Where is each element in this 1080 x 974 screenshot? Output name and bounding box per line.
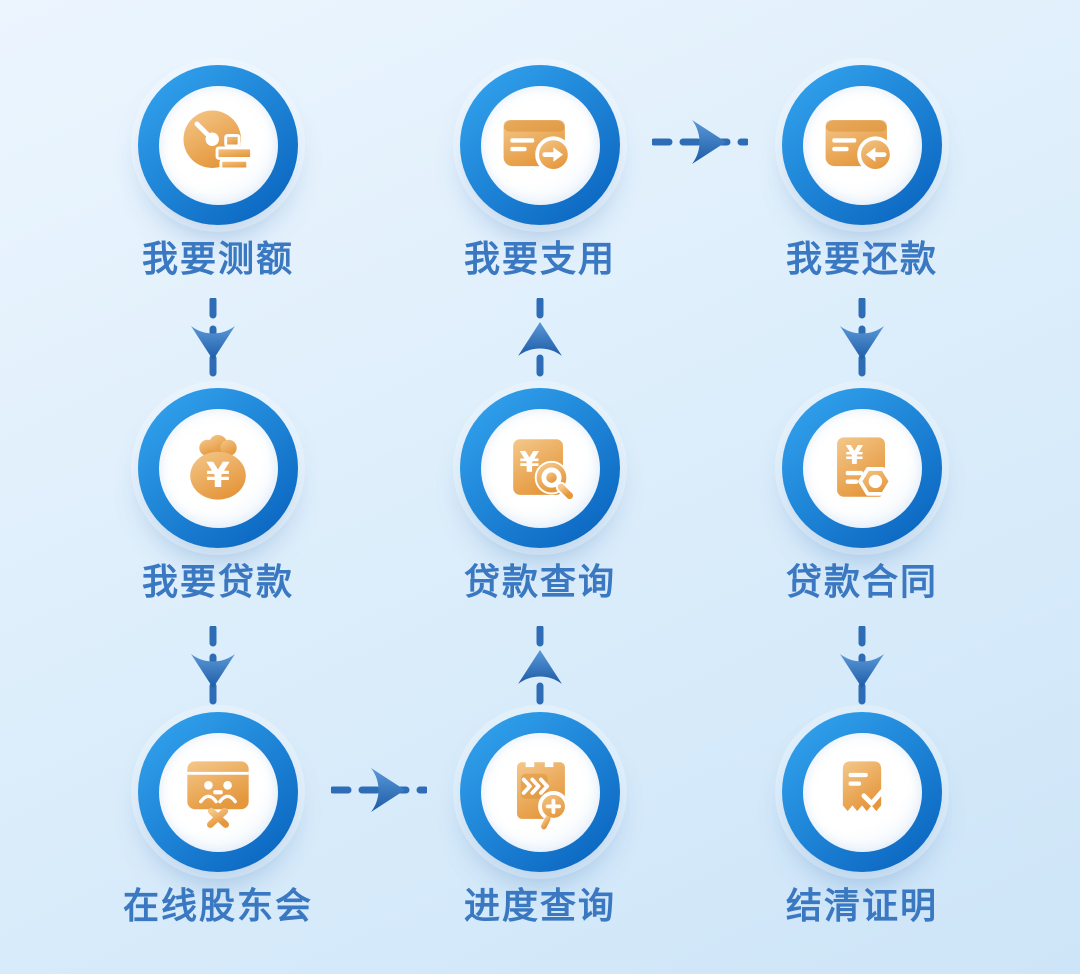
meeting-board-people-icon [172,746,264,838]
node-label: 进度查询 [463,885,616,926]
node-inner-circle [158,85,278,205]
flow-arrow-right-drawdown-to-repayment [652,120,748,164]
node-inner-circle: ¥ [158,408,278,528]
card-arrow-right-icon [494,99,586,191]
node-inner-circle [158,732,278,852]
node-label: 我要支用 [463,238,616,279]
node-loan-contract[interactable]: ¥ 贷款合同 [752,388,972,604]
flow-arrow-up-progress-to-inquiry [518,626,562,712]
node-inner-circle: ¥ [802,408,922,528]
node-label: 结清证明 [785,885,938,926]
money-bag-yuan-icon: ¥ [172,422,264,514]
node-progress-inquiry[interactable]: 进度查询 [430,712,650,928]
node-drawdown[interactable]: 我要支用 [430,65,650,281]
contract-yuan-seal-icon: ¥ [816,422,908,514]
node-apply-loan[interactable]: ¥ 我要贷款 [108,388,328,604]
node-inner-circle [802,85,922,205]
flow-arrow-down-quota-to-loan [191,298,235,384]
node-ring [460,65,620,225]
card-arrow-left-icon [816,99,908,191]
node-quota-estimate[interactable]: 我要测额 [108,65,328,281]
flow-arrow-down-loan-to-meeting [191,626,235,712]
node-label: 贷款查询 [463,561,616,602]
node-ring: ¥ [460,388,620,548]
flow-arrow-down-repayment-to-contract [840,298,884,384]
svg-text:¥: ¥ [845,441,863,471]
node-label: 我要测额 [141,238,294,279]
node-ring [138,712,298,872]
node-ring [138,65,298,225]
flow-arrow-up-inquiry-to-drawdown [518,298,562,384]
node-repayment[interactable]: 我要还款 [752,65,972,281]
node-inner-circle [480,85,600,205]
node-ring: ¥ [138,388,298,548]
flow-arrow-down-contract-to-settlement [840,626,884,712]
node-ring [782,65,942,225]
node-ring [460,712,620,872]
node-online-shareholders-meeting[interactable]: 在线股东会 [108,712,328,928]
node-inner-circle [802,732,922,852]
quota-gauge-stamp-icon [172,99,264,191]
progress-ticket-magnifier-icon [494,746,586,838]
node-ring: ¥ [782,388,942,548]
node-label: 我要还款 [785,238,938,279]
node-label: 贷款合同 [785,561,938,602]
node-inner-circle: ¥ [480,408,600,528]
flow-arrow-right-meeting-to-progress [331,768,427,812]
svg-text:¥: ¥ [519,445,539,479]
receipt-check-icon [816,746,908,838]
node-loan-inquiry[interactable]: ¥ 贷款查询 [430,388,650,604]
document-yuan-magnifier-icon: ¥ [494,422,586,514]
node-settlement-certificate[interactable]: 结清证明 [752,712,972,928]
node-label: 我要贷款 [141,561,294,602]
node-inner-circle [480,732,600,852]
node-label: 在线股东会 [122,885,313,926]
svg-text:¥: ¥ [206,456,230,496]
node-ring [782,712,942,872]
